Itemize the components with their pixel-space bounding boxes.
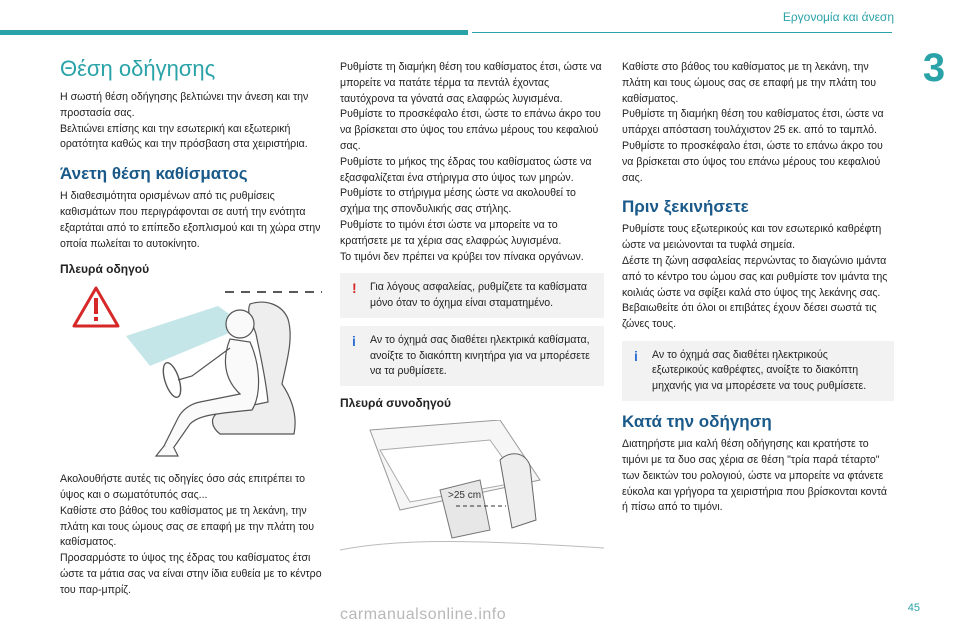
header-accent-bar [0,30,468,35]
info-icon: i [352,333,356,350]
info-icon: i [634,347,638,364]
watermark: carmanualsonline.info [340,606,507,623]
adjust-paragraph-1: Ρυθμίστε τη διαμήκη θέση του καθίσματος … [340,61,602,105]
adjust-paragraph-6: Το τιμόνι δεν πρέπει να κρύβει τον πίνακ… [340,250,584,263]
driver-instruction-1: Ακολουθήστε αυτές τις οδηγίες όσο σάς επ… [60,473,306,501]
header-rule [472,32,892,33]
passenger-paragraph-2: Ρυθμίστε τη διαμήκη θέση του καθίσματος … [622,108,884,137]
passenger-seat-illustration: >25 cm [339,419,605,578]
adjust-paragraph-3: Ρυθμίστε το μήκος της έδρας του καθίσματ… [340,155,592,184]
mirror-info-notice: i Αν το όχημά σας διαθέτει ηλεκτρικούς ε… [622,340,894,402]
before-start-paragraph-2: Δέστε τη ζώνη ασφαλείας περνώντας το δια… [622,254,888,299]
passenger-side-heading: Πλευρά συνοδηγού [340,396,451,411]
driver-instruction-2: Καθίστε στο βάθος του καθίσματος με τη λ… [60,504,315,549]
chapter-number: 3 [908,38,960,98]
intro-paragraph-1: Η σωστή θέση οδήγησης βελτιώνει την άνεσ… [60,91,309,119]
driver-side-heading: Πλευρά οδηγού [60,262,150,277]
info-text: Αν το όχημά σας διαθέτει ηλεκτρικά καθίσ… [370,334,590,377]
before-start-paragraph-3: Βεβαιωθείτε ότι όλοι οι επιβάτες έχουν δ… [622,302,877,331]
adjust-paragraph-5: Ρυθμίστε το τιμόνι έτσι ώστε να μπορείτε… [340,218,562,247]
warning-text: Για λόγους ασφαλείας, ρυθμίζετε τα καθίσ… [370,281,587,309]
availability-paragraph: Η διαθεσιμότητα ορισμένων από τις ρυθμίσ… [60,190,321,250]
adjust-paragraph-4: Ρυθμίστε το στήριγμα μέσης ώστε να ακολο… [340,187,576,216]
driver-instruction-3: Προσαρμόστε το ύψος της έδρας του καθίσμ… [60,552,322,596]
column-1: Θέση οδήγησης Η σωστή θέση οδήγησης βελτ… [60,56,326,599]
subsection-title: Άνετη θέση καθίσματος [60,164,248,184]
adjust-paragraph-2: Ρυθμίστε το προσκέφαλο έτσι, ώστε το επά… [340,108,601,152]
chapter-title: Εργονομία και άνεση [782,10,894,24]
column-2: Ρυθμίστε τη διαμήκη θέση του καθίσματος … [339,60,605,578]
mirror-info-text: Αν το όχημά σας διαθέτει ηλεκτρικούς εξω… [652,348,867,392]
info-notice: i Αν το όχημά σας διαθέτει ηλεκτρικά καθ… [340,326,604,387]
passenger-paragraph-3: Ρυθμίστε το προσκέφαλο έτσι, ώστε το επά… [622,139,883,184]
before-start-paragraph-1: Ρυθμίστε τους εξωτερικούς και τον εσωτερ… [622,223,882,252]
column-3: Καθίστε στο βάθος του καθίσματος με τη λ… [622,60,894,516]
while-driving-heading: Κατά την οδήγηση [622,412,772,432]
before-start-heading: Πριν ξεκινήσετε [622,197,749,217]
warning-exclamation-icon: ! [352,280,357,297]
page-number: 45 [907,602,920,614]
while-driving-paragraph: Διατηρήστε μια καλή θέση οδήγησης και κρ… [622,438,887,514]
passenger-paragraph-1: Καθίστε στο βάθος του καθίσματος με τη λ… [622,61,877,105]
warning-notice: ! Για λόγους ασφαλείας, ρυθμίζετε τα καθ… [340,273,604,319]
section-title: Θέση οδήγησης [60,56,216,81]
warning-triangle-icon [72,286,120,328]
distance-label: >25 cm [448,490,481,501]
intro-paragraph-2: Βελτιώνει επίσης και την εσωτερική και ε… [60,122,308,151]
driver-seat-illustration [60,284,326,464]
